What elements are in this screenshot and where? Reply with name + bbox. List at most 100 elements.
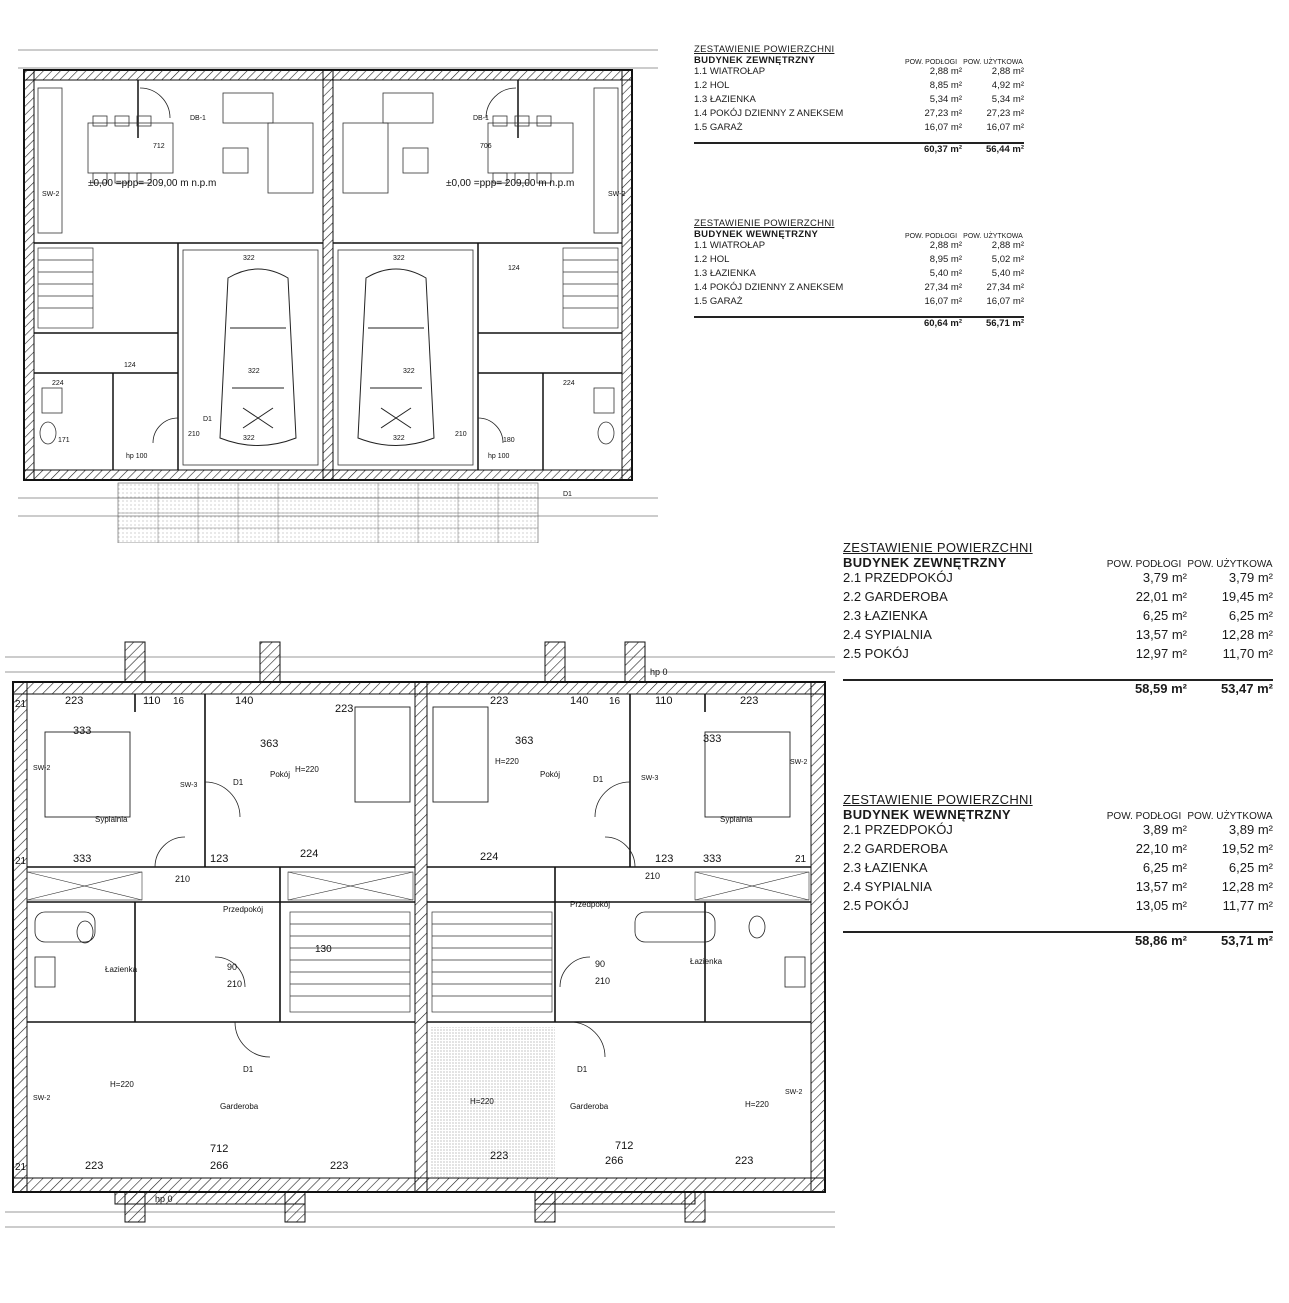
upper-party-wall xyxy=(414,681,428,1193)
dim-266-a: 266 xyxy=(210,1160,228,1172)
dim-21-a: 21 xyxy=(15,699,27,710)
room-label-lazienka-right: Łazienka xyxy=(690,957,723,966)
dim-110-b: 110 xyxy=(655,695,673,707)
dim-712: 712 xyxy=(153,143,165,150)
dim-210-b: 210 xyxy=(455,431,467,438)
col-usable-header: POW. UŻYTKOWA xyxy=(963,232,1023,240)
hp-label-a: hp 0 xyxy=(155,1194,173,1204)
dim-333-c: 333 xyxy=(703,733,721,745)
upper-floor-drawing: Sypialnia Sypialnia Pokój Pokój Przedpok… xyxy=(5,641,835,1228)
height-label-c: H=220 xyxy=(110,1080,134,1089)
tag-sw2-d: SW-2 xyxy=(785,1089,802,1096)
dim-21-b: 21 xyxy=(15,856,27,867)
dim-124-b: 124 xyxy=(508,265,520,272)
col-floor-header: POW. PODŁOGI xyxy=(1106,558,1182,570)
ground-stairs xyxy=(37,247,619,329)
col-floor-header: POW. PODŁOGI xyxy=(904,232,958,240)
dim-140-a: 140 xyxy=(235,695,253,707)
dim-124-a: 124 xyxy=(124,362,136,369)
area-table-ground-outer: ZESTAWIENIE POWIERZCHNI BUDYNEK ZEWNĘTRZ… xyxy=(694,44,1024,155)
dim-322-f: 322 xyxy=(393,435,405,442)
dim-223-g: 223 xyxy=(490,1150,508,1162)
dim-712-b: 712 xyxy=(615,1140,633,1152)
tag-sw2-a: SW-2 xyxy=(42,191,59,198)
dim-90-b: 90 xyxy=(595,959,605,969)
dim-224-b: 224 xyxy=(480,851,498,863)
ground-bathroom-fixtures xyxy=(39,387,615,445)
dim-21-c: 21 xyxy=(15,1162,27,1173)
tag-d1-b: D1 xyxy=(593,775,604,784)
upper-stairs xyxy=(289,911,553,1013)
dim-322-b: 322 xyxy=(393,255,405,262)
dim-223-a: 223 xyxy=(335,703,353,715)
dim-16-a: 16 xyxy=(173,696,185,707)
table-title: ZESTAWIENIE POWIERZCHNI xyxy=(694,218,835,229)
upper-doors xyxy=(154,781,636,1058)
room-label-lazienka-left: Łazienka xyxy=(105,965,138,974)
table-subtitle: BUDYNEK WEWNĘTRZNY xyxy=(694,229,819,240)
dim-266-b: 266 xyxy=(605,1155,623,1167)
table-title: ZESTAWIENIE POWIERZCHNI xyxy=(843,792,1033,807)
dim-322-e: 322 xyxy=(243,435,255,442)
dim-223-c: 223 xyxy=(65,695,83,707)
dim-363-a: 363 xyxy=(260,738,278,750)
dim-363-b: 363 xyxy=(515,735,533,747)
room-label-pokoj-left: Pokój xyxy=(270,770,290,779)
hp-label-left: hp 100 xyxy=(126,453,148,460)
tag-sw2-b: SW-2 xyxy=(608,191,625,198)
dim-223-b: 223 xyxy=(490,695,508,707)
upper-bathroom-fixtures xyxy=(34,911,806,988)
car-right xyxy=(357,268,435,446)
dim-210-a: 210 xyxy=(188,431,200,438)
ground-floor-drawing: ±0,00 =ppp= 209,00 m n.p.m ±0,00 =ppp= 2… xyxy=(18,49,658,543)
garage-left xyxy=(182,249,319,466)
height-label-a: H=220 xyxy=(295,765,319,774)
height-label-d: H=220 xyxy=(470,1097,494,1106)
living-furniture-left xyxy=(37,87,314,234)
col-usable-header: POW. UŻYTKOWA xyxy=(963,58,1023,66)
height-label-b: H=220 xyxy=(495,757,519,766)
upper-void xyxy=(430,1027,555,1177)
dim-322-a: 322 xyxy=(243,255,255,262)
hp-label-b: hp 0 xyxy=(650,667,668,677)
col-floor-header: POW. PODŁOGI xyxy=(904,58,958,66)
col-usable-header: POW. UŻYTKOWA xyxy=(1187,810,1273,822)
dim-210-a: 210 xyxy=(175,874,190,884)
ground-floor-plan: ±0,00 =ppp= 209,00 m n.p.m ±0,00 =ppp= 2… xyxy=(18,28,668,543)
dim-21-d: 21 xyxy=(795,854,807,865)
dim-224-a: 224 xyxy=(52,380,64,387)
tag-sw3-a: SW-3 xyxy=(180,782,197,789)
dim-223-d: 223 xyxy=(740,695,758,707)
room-label-przedpokoj-right: Przedpokój xyxy=(570,900,610,909)
tag-sw2-c: SW-2 xyxy=(33,1095,50,1102)
dim-322-d: 322 xyxy=(403,368,415,375)
tag-d1-a: D1 xyxy=(233,778,244,787)
dim-123-b: 123 xyxy=(655,853,673,865)
dim-16-b: 16 xyxy=(609,696,621,707)
dim-110-a: 110 xyxy=(143,695,161,707)
area-table-upper-inner: ZESTAWIENIE POWIERZCHNI BUDYNEK WEWNĘTRZ… xyxy=(843,792,1273,948)
dim-90-a: 90 xyxy=(227,962,237,972)
dim-123-a: 123 xyxy=(210,853,228,865)
tag-sw2-a: SW-2 xyxy=(33,765,50,772)
dim-223-f: 223 xyxy=(330,1160,348,1172)
room-label-garderoba-right: Garderoba xyxy=(570,1102,609,1111)
dim-210-c: 210 xyxy=(227,979,242,989)
